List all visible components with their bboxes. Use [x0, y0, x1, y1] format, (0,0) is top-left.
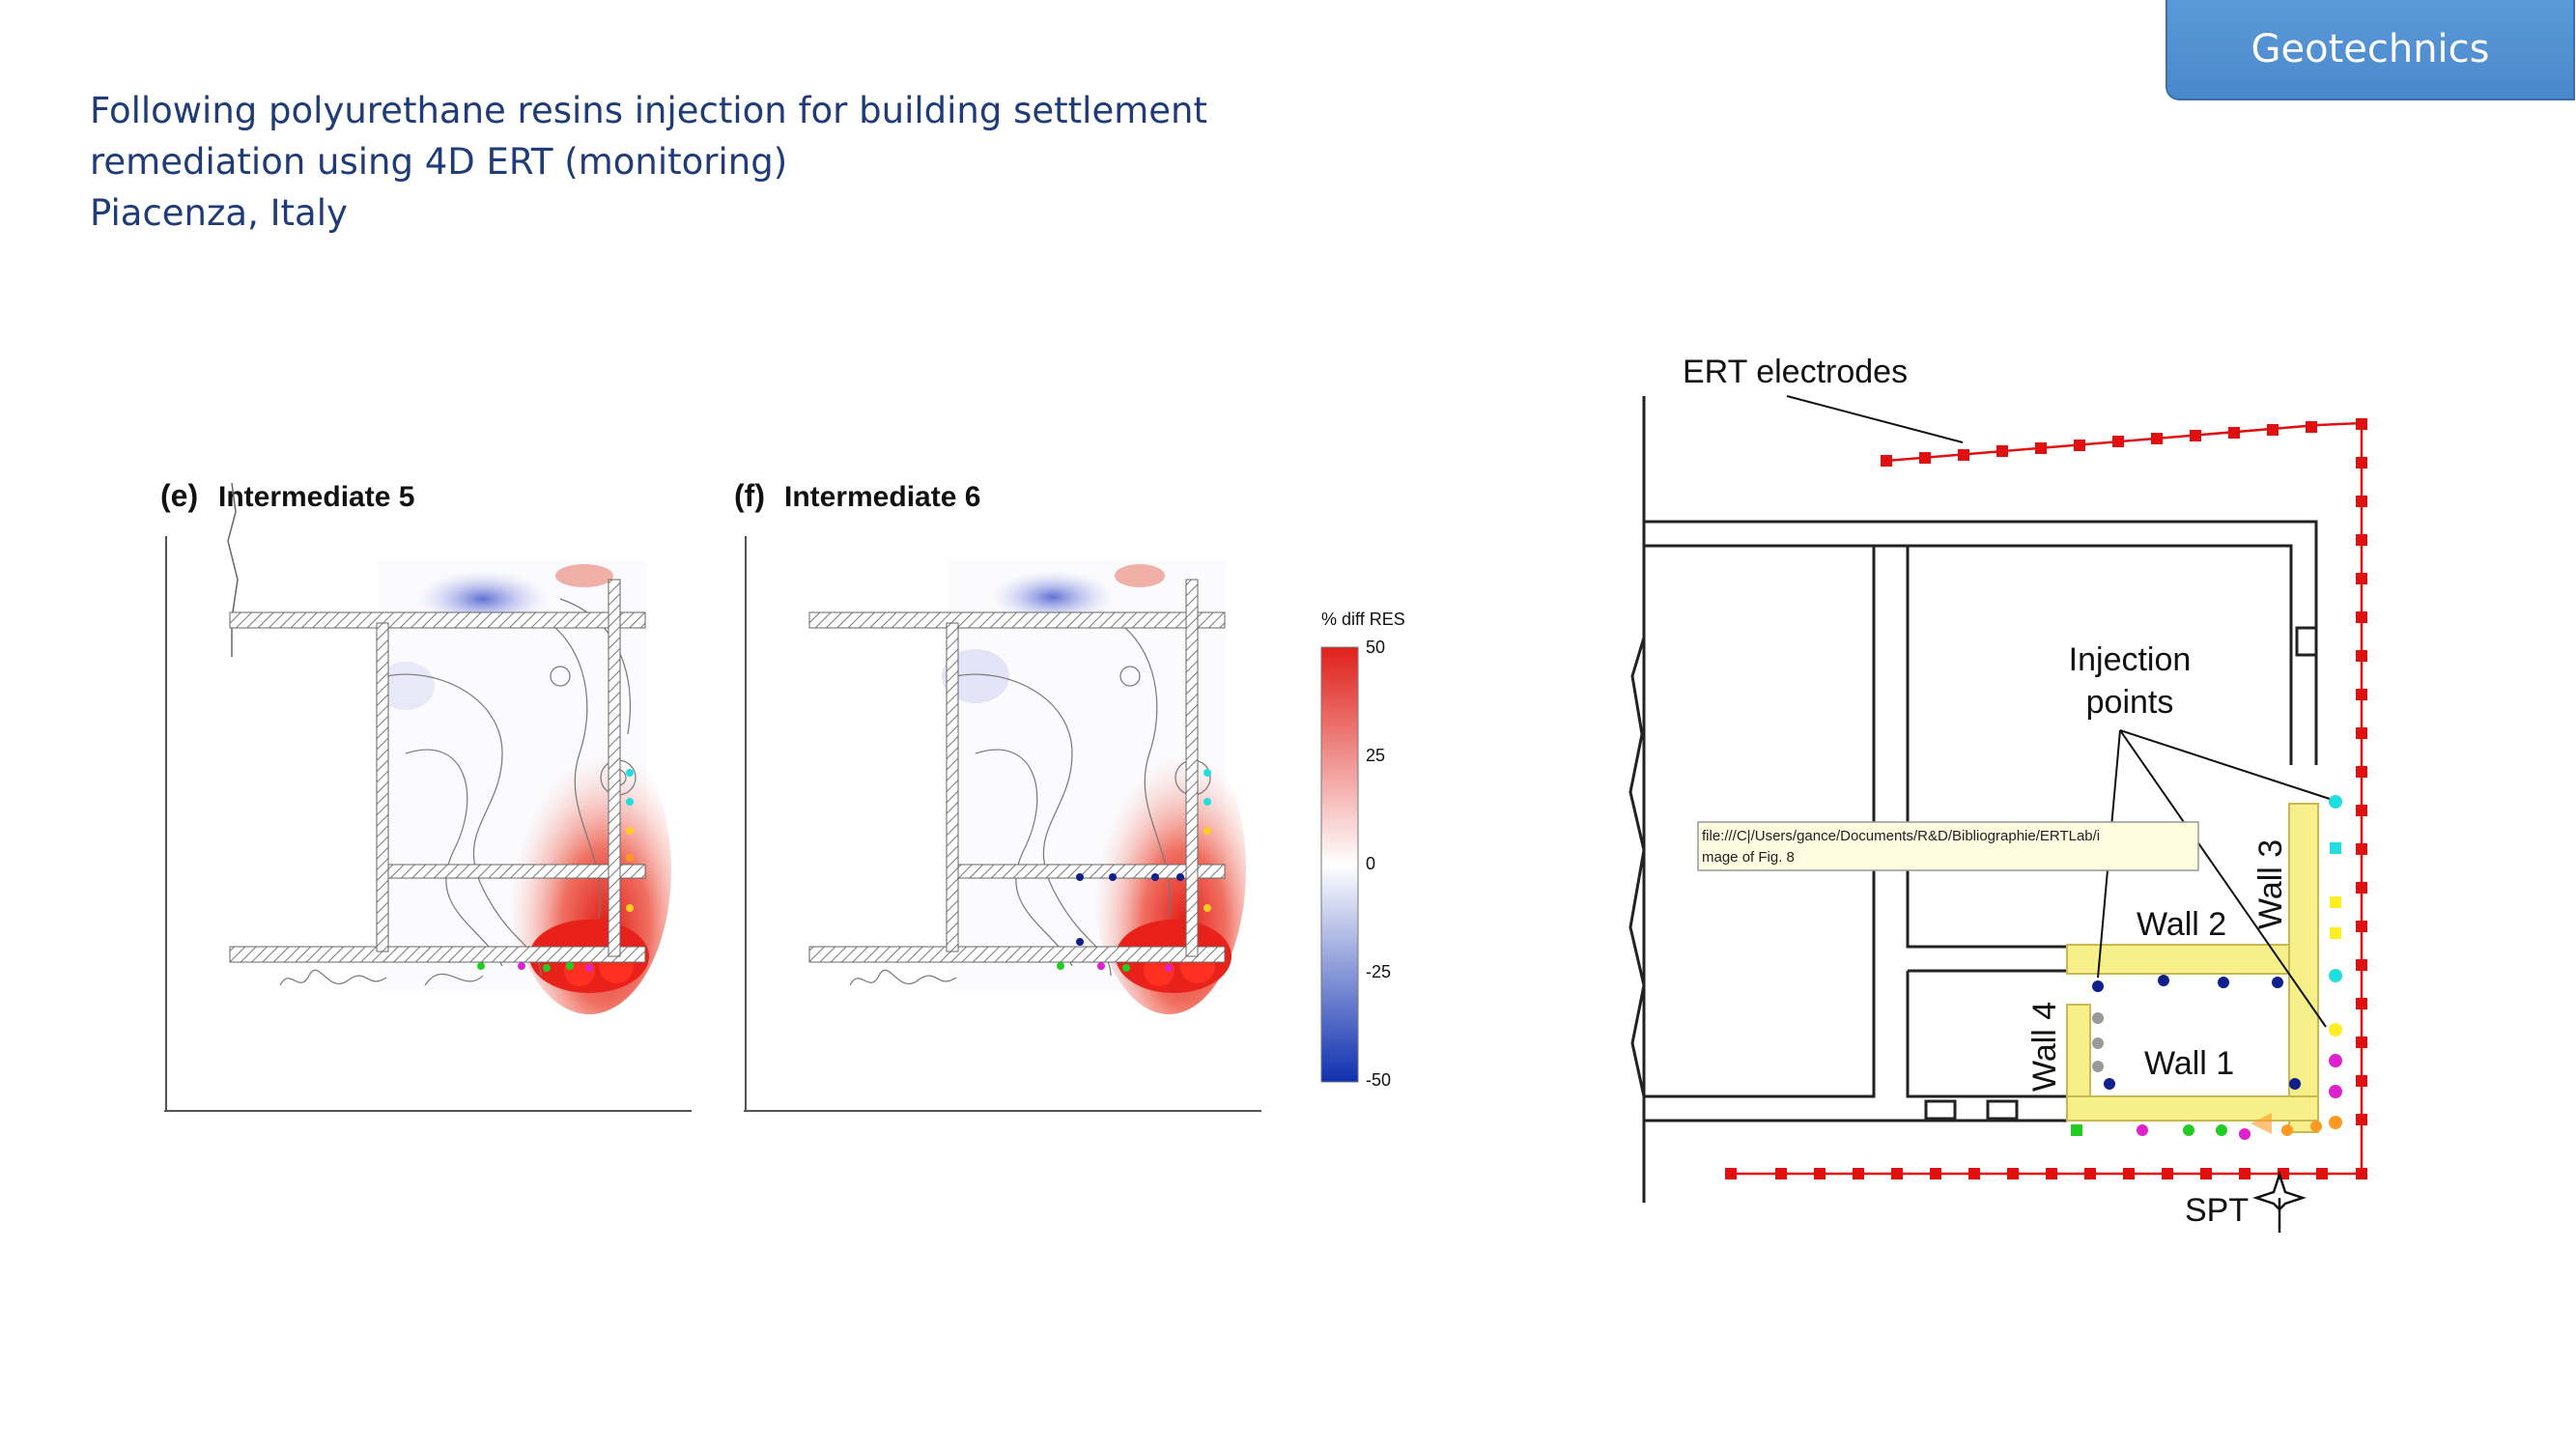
colorbar-tick-50: 50	[1366, 638, 1385, 657]
injection-label-line-2: points	[2086, 684, 2174, 721]
tooltip-line-1: file:///C|/Users/gance/Documents/R&D/Bib…	[1702, 828, 2100, 844]
injection-label-line-1: Injection	[2069, 641, 2192, 678]
panel-e: (e) Intermediate 5	[160, 478, 692, 1112]
title-line-2: remediation using 4D ERT (monitoring)	[90, 141, 788, 183]
colorbar: % diff RES 50 25 0 -25 -50	[1320, 610, 1405, 1090]
wall-2-strip	[2066, 944, 2314, 975]
wall-1-label: Wall 1	[2144, 1045, 2234, 1082]
panel-e-name: Intermediate 5	[218, 481, 414, 513]
site-plan: ERT electrodes Wall 2 Wall 1 Wall	[1628, 354, 2367, 1233]
colorbar-tick-minus25: -25	[1366, 962, 1391, 981]
colorbar-title: % diff RES	[1321, 610, 1405, 629]
wall-4-label: Wall 4	[2026, 1002, 2063, 1092]
panel-e-letter: (e)	[160, 478, 198, 513]
title-line-3: Piacenza, Italy	[90, 192, 348, 234]
spt-label: SPT	[2185, 1192, 2249, 1229]
ert-electrodes-label: ERT electrodes	[1683, 354, 1908, 390]
geotechnics-badge: Geotechnics	[2166, 0, 2575, 100]
panel-f-letter: (f)	[734, 478, 765, 513]
slide-title: Following polyurethane resins injection …	[90, 85, 1207, 239]
colorbar-tick-0: 0	[1366, 854, 1375, 873]
file-tooltip: file:///C|/Users/gance/Documents/R&D/Bib…	[1697, 821, 2199, 871]
title-line-1: Following polyurethane resins injection …	[90, 90, 1207, 131]
wall-2-label: Wall 2	[2137, 906, 2226, 943]
tooltip-line-2: mage of Fig. 8	[1702, 849, 1795, 866]
panel-f-name: Intermediate 6	[784, 481, 980, 513]
colorbar-tick-25: 25	[1366, 746, 1385, 765]
colorbar-tick-minus50: -50	[1366, 1070, 1391, 1090]
wall-3-label: Wall 3	[2252, 839, 2289, 929]
spt-star-icon	[2252, 1171, 2307, 1211]
wall-3-strip	[2288, 803, 2319, 1133]
wall-1-strip	[2066, 1095, 2319, 1122]
panel-f: (f) Intermediate 6	[734, 478, 1261, 1112]
